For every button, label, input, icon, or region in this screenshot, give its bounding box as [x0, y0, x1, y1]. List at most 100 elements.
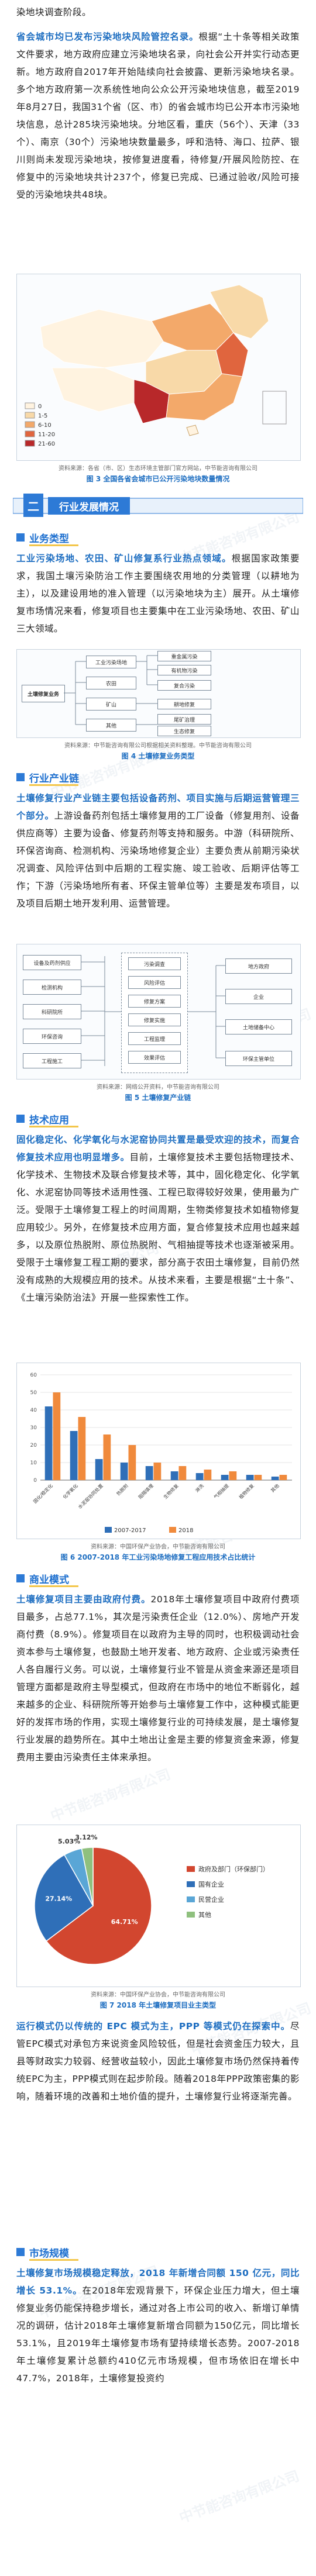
paragraph-highlight: 工业污染场地、农田、矿山修复系行业热点领域。 [16, 553, 232, 564]
subheading-text: 技术应用 [29, 1114, 69, 1126]
bar [153, 1463, 162, 1480]
subheading-underline [29, 1126, 78, 1127]
map-source: 资料来源：各省（市、区）生态环境主管部门官方网站，中节能咨询有限公司 [59, 465, 257, 472]
subheading-business-model: 商业模式 [16, 1570, 104, 1587]
bar [95, 1459, 103, 1480]
section-number: 二 [28, 499, 39, 513]
chain-figure: 设备及药剂供应 检测机构 科研院所 环保咨询 工程施工 污染调查 风险评估 修复… [16, 944, 301, 1080]
chain-upstream-node: 环保咨询 [23, 1029, 81, 1044]
bar [145, 1466, 153, 1480]
intro-paragraph: 染地块调查阶段。 [16, 4, 300, 21]
fig7-caption: 图 7 2018 年土壤修复项目业主类型 [99, 2001, 217, 2009]
legend-label: 21-60 [38, 441, 55, 447]
legend-swatch [25, 412, 35, 419]
chain-midstream-node: 工程监理 [128, 1032, 181, 1045]
legend-swatch [25, 430, 35, 437]
subheading-text: 商业模式 [29, 1574, 69, 1586]
x-tick-label: 化学氧化 [61, 1482, 79, 1500]
square-bullet-icon [16, 1115, 25, 1123]
legend-swatch [25, 440, 35, 447]
chain-downstream-node: 地方政府 [225, 958, 292, 974]
map-caption: 图 3 全国各省会城市已公开污染地块数量情况 [86, 475, 230, 483]
paragraph-highlight: 省会城市均已发布污染地块风险管控名录。 [16, 32, 199, 42]
chain-downstream-node: 环保主管单位 [225, 1051, 292, 1066]
paragraph-text: 根据国家政策要求，我国土壤污染防治工作主要围绕农用地的分类管理（以耕地为主），以… [16, 553, 300, 634]
x-tick-label: 固化/稳定化 [32, 1482, 54, 1504]
bar [229, 1471, 237, 1480]
intro-text: 染地块调查阶段。 [16, 7, 92, 18]
pie-data-label: 5.03% [58, 1837, 80, 1845]
chain-upstream-node: 科研院所 [23, 1004, 81, 1019]
legend-label: 民营企业 [198, 1895, 224, 1903]
chain-midstream-node: 修复方案 [128, 995, 181, 1008]
bar [103, 1434, 111, 1480]
legend-label: 11-20 [38, 432, 55, 438]
pie-slice [46, 1847, 152, 1965]
fig6-source: 资料来源：中国环保产业协会，中节能咨询有限公司 [91, 1544, 225, 1550]
paragraph-text: 尽管EPC模式对承包方来说资金风险较低，但是社会资金压力较大，且县等财政实力较弱… [16, 2021, 300, 2102]
map-region-hainan [186, 425, 199, 436]
y-tick-label: 20 [30, 1443, 37, 1449]
subheading-industry-chain: 行业产业链 [16, 768, 104, 786]
paragraph-model: 土壤修复项目主要由政府付费。2018年土壤修复项目中政府付费项目最多，占总77.… [16, 1591, 300, 1766]
map-region-tibet [51, 367, 135, 412]
tree-connectors [64, 655, 157, 725]
bar [44, 1406, 53, 1480]
x-tick-label: 生物修复 [162, 1482, 180, 1500]
legend-label: 2007-2017 [114, 1527, 146, 1534]
tree-branch: 矿山 [86, 698, 136, 711]
chain-upstream-node: 检测机构 [23, 980, 81, 995]
business-tree-figure: 土壤修复业务 工业污染场地 农田 矿山 其他 重金属污染 有机物污染 复合污染 … [16, 649, 301, 738]
square-bullet-icon [16, 533, 25, 542]
paragraph-highlight: 土壤修复市场规模稳定释放，2018 年新增合同额 150 亿元，同比增长 53.… [16, 2268, 300, 2296]
paragraph-highlight: 固化稳定化、化学氧化与水泥窑协同共置是最受欢迎的技术，而复合修复技术应用也明显增… [16, 1134, 300, 1163]
tree-leaf: 重金属污染 [157, 651, 211, 661]
bar [78, 1417, 86, 1480]
bar [271, 1477, 279, 1480]
tree-root: 土壤修复业务 [22, 685, 65, 702]
legend-swatch [187, 1896, 195, 1902]
tech-bar-chart: 0102030405060固化/稳定化化学氧化水泥窑协同处置热脱附阻隔填埋生物修… [30, 1373, 292, 1534]
paragraph-highlight: 土壤修复项目主要由政府付费。 [16, 1594, 151, 1605]
tree-leaf: 耕地修复 [157, 699, 211, 709]
bar [195, 1473, 204, 1480]
square-bullet-icon [16, 2248, 25, 2256]
legend-swatch [187, 1866, 195, 1872]
bar [128, 1445, 136, 1480]
pie-data-label: 27.14% [45, 1895, 72, 1903]
x-tick-label: 阻隔填埋 [137, 1482, 154, 1500]
legend-label: 0 [38, 404, 42, 410]
subheading-tech: 技术应用 [16, 1110, 104, 1127]
paragraph-highlight: 土壤修复行业产业链主要包括设备药剂、项目实施与后期运营管理三个部分。 [16, 793, 300, 821]
x-tick-label: 气相抽提 [212, 1482, 230, 1500]
legend-label: 政府及部门（环保部门） [198, 1865, 269, 1873]
square-bullet-icon [16, 773, 25, 781]
y-tick-label: 0 [33, 1478, 37, 1484]
tree-leaf: 生态修复 [157, 726, 211, 736]
paragraph-chain: 土壤修复行业产业链主要包括设备药剂、项目实施与后期运营管理三个部分。上游设备药剂… [16, 789, 300, 912]
tree-branch: 其他 [86, 719, 136, 732]
subheading-text: 业务类型 [29, 533, 69, 545]
owner-pie-figure: 64.71%27.14%5.03%3.12%政府及部门（环保部门）国有企业民营企… [16, 1825, 301, 1987]
watermark: 中节能咨询有限公司 [48, 1765, 173, 1825]
paragraph-registry: 省会城市均已发布污染地块风险管控名录。根据“土十条等相关政策文件要求，地方政府应… [16, 28, 300, 204]
paragraph-highlight: 运行模式仍以传统的 EPC 模式为主，PPP 等模式仍在探索中。 [16, 2021, 290, 2032]
paragraph-text: 根据“土十条等相关政策文件要求，地方政府应建立污染地块名录，向社会公开并实行动态… [16, 32, 300, 200]
map-region-south [166, 373, 243, 421]
tree-branch: 农田 [86, 677, 136, 689]
subheading-text: 市场规模 [29, 2247, 69, 2260]
legend-swatch [187, 1912, 195, 1918]
map-region-east [215, 332, 249, 377]
bar [70, 1431, 78, 1480]
subheading-underline [29, 1585, 78, 1587]
fig6-caption: 图 6 2007-2018 年工业污染场地修复工程应用技术占比统计 [60, 1553, 256, 1561]
section-header-banner [12, 494, 304, 517]
pie-data-label: 64.71% [111, 1918, 138, 1926]
y-tick-label: 10 [30, 1460, 37, 1466]
chain-downstream-node: 企业 [225, 989, 292, 1004]
